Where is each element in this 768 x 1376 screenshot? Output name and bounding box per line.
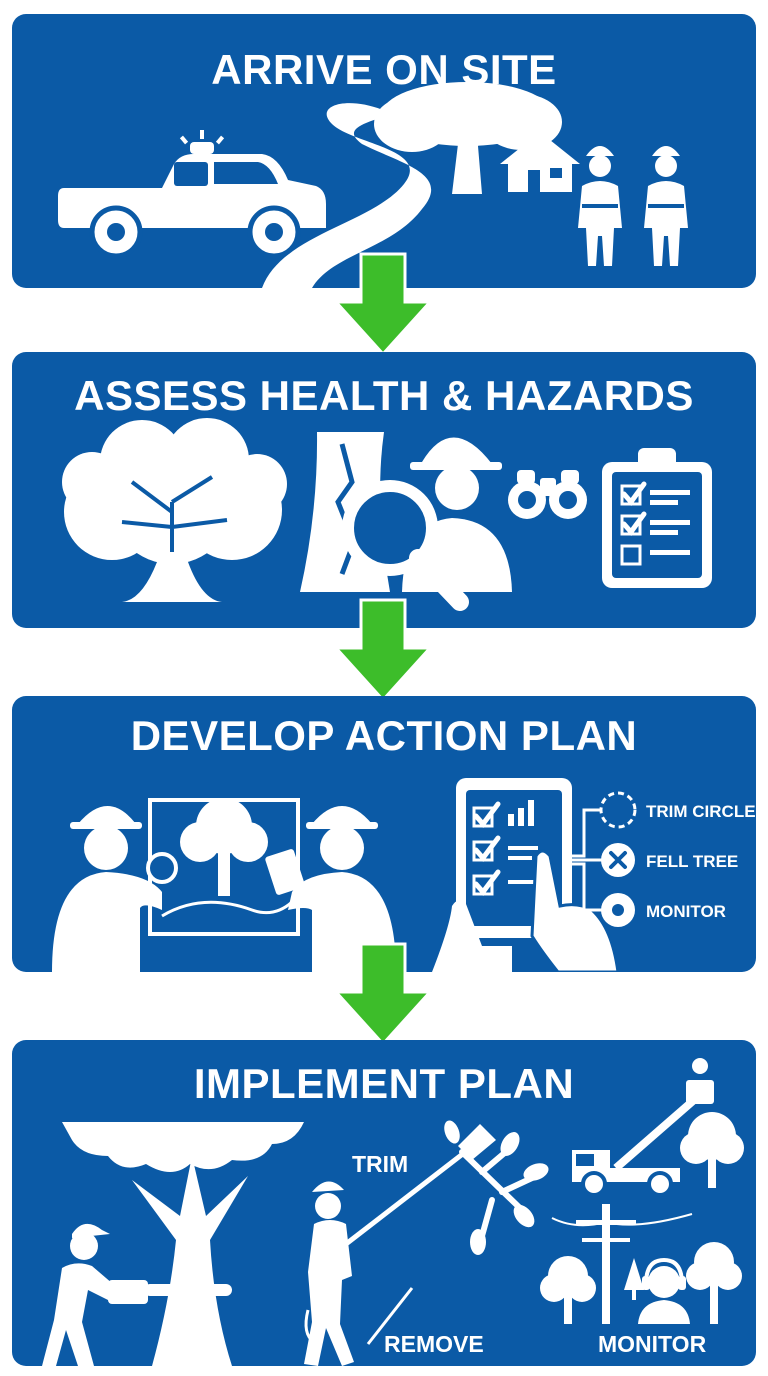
- trim-circle-icon: [599, 791, 637, 829]
- flow-arrow-down: [334, 942, 432, 1046]
- workers-icon: [578, 146, 688, 266]
- chainsaw-worker-icon: [42, 1122, 304, 1366]
- tablet-checklist-icon: [432, 778, 620, 972]
- label-trim: TRIM: [352, 1151, 408, 1177]
- pickup-truck-icon: [58, 130, 326, 259]
- power-line-monitor-icon: [540, 1204, 742, 1324]
- pole-saw-climber-icon: [304, 1120, 549, 1366]
- fell-tree-icon: [601, 843, 635, 877]
- step-title: ASSESS HEALTH & HAZARDS: [74, 372, 694, 419]
- plan-illustration: TRIM CIRCLE FELL TREE MONITOR: [52, 778, 756, 972]
- flow-arrow-down: [334, 598, 432, 702]
- magnifier-icon: [342, 480, 469, 611]
- flow-arrow-down: [334, 252, 432, 356]
- winding-road-icon: [262, 103, 432, 288]
- option-trim-circle: TRIM CIRCLE: [646, 802, 756, 821]
- label-remove: REMOVE: [384, 1331, 484, 1357]
- option-fell-tree: FELL TREE: [646, 852, 738, 871]
- bucket-truck-icon: [572, 1058, 744, 1197]
- checklist-clipboard-icon: [602, 448, 712, 588]
- step-assess-health-hazards: ASSESS HEALTH & HAZARDS: [12, 352, 756, 628]
- tree-icon: [62, 418, 287, 602]
- arrive-illustration: [58, 82, 688, 288]
- implement-illustration: TRIM REMOVE: [42, 1058, 744, 1366]
- assess-illustration: [62, 418, 712, 611]
- step-implement-plan: IMPLEMENT PLAN: [12, 1040, 756, 1366]
- step-title: IMPLEMENT PLAN: [193, 1060, 575, 1107]
- monitor-icon: [601, 893, 635, 927]
- step-develop-action-plan: DEVELOP ACTION PLAN: [12, 696, 756, 972]
- binoculars-icon: [508, 470, 587, 519]
- step-arrive-on-site: ARRIVE ON SITE: [12, 14, 756, 288]
- step-title: DEVELOP ACTION PLAN: [130, 712, 638, 759]
- option-monitor: MONITOR: [646, 902, 726, 921]
- house-icon: [500, 132, 580, 192]
- label-monitor: MONITOR: [598, 1331, 707, 1357]
